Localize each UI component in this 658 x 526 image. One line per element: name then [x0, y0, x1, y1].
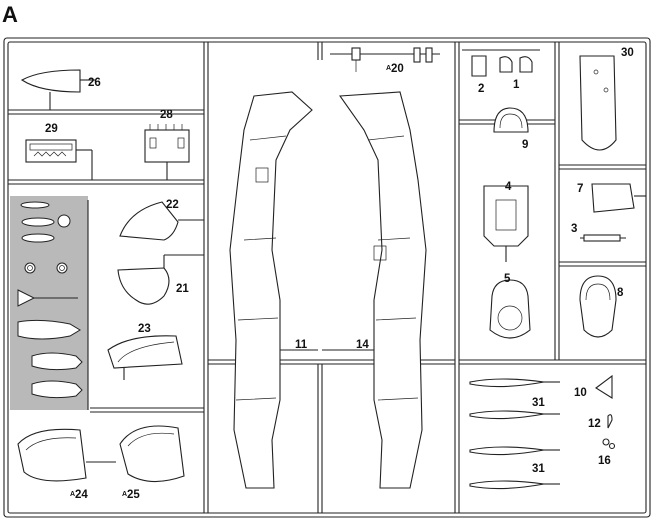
part-30-number: 30 — [621, 47, 634, 59]
part-10-drawing — [595, 374, 613, 399]
part-16-drawing — [602, 438, 616, 450]
part-21-number: 21 — [176, 283, 189, 295]
part-23-number: 23 — [138, 323, 151, 335]
part-10-number: 10 — [574, 387, 587, 399]
part-11-drawing — [229, 91, 318, 489]
part-4-number: 4 — [505, 181, 512, 193]
part-3-number: 3 — [571, 223, 577, 235]
part-22-drawing — [119, 201, 204, 241]
part-14-drawing — [322, 91, 427, 489]
part-4-drawing — [483, 185, 529, 262]
part-26-drawing — [20, 69, 96, 110]
part-29-drawing — [25, 139, 93, 180]
part-31-lower-drawing — [469, 446, 560, 490]
part-29-number: 29 — [45, 123, 58, 135]
part-3-drawing — [580, 234, 626, 242]
part-23-drawing — [107, 335, 183, 380]
part-25-drawing — [119, 425, 185, 483]
runner-grid — [8, 42, 646, 513]
part-22-number: 22 — [166, 199, 179, 211]
part-1-2-drawing — [462, 49, 540, 77]
part-1-number: 1 — [513, 79, 520, 91]
part-8-drawing — [579, 275, 617, 338]
part-5-drawing — [489, 279, 531, 339]
part-7-number: 7 — [577, 183, 583, 195]
part-28-number: 28 — [160, 109, 173, 121]
part-24-number: 24 — [75, 489, 88, 501]
part-12-number: 12 — [588, 418, 601, 430]
part-20-prefix: A — [386, 65, 391, 72]
part-7-drawing — [591, 183, 646, 213]
part-11-number: 11 — [295, 339, 308, 351]
part-14-number: 14 — [356, 339, 369, 351]
part-8-number: 8 — [617, 287, 624, 299]
part-31-upper-drawing — [469, 378, 560, 420]
part-28-drawing — [144, 124, 190, 180]
sprue-sheet-letter: A — [2, 2, 18, 27]
part-2-number: 2 — [478, 83, 484, 95]
part-25-prefix: A — [122, 491, 127, 498]
part-20-drawing — [330, 47, 440, 72]
part-31-upper-number: 31 — [532, 397, 545, 409]
part-21-drawing — [117, 254, 204, 305]
part-9-drawing — [493, 107, 529, 133]
part-12-drawing — [607, 414, 613, 429]
part-24-prefix: A — [70, 491, 75, 498]
part-20-number: 20 — [391, 63, 404, 75]
unused-parts-shaded-block — [10, 196, 89, 410]
part-31-lower-number: 31 — [532, 463, 545, 475]
part-9-number: 9 — [522, 139, 528, 151]
part-5-number: 5 — [504, 273, 511, 285]
outer-sprue-frame — [3, 37, 651, 518]
part-16-number: 16 — [598, 455, 611, 467]
part-26-number: 26 — [88, 77, 101, 89]
part-25-number: 25 — [127, 489, 140, 501]
part-30-drawing — [579, 55, 617, 151]
part-24-drawing — [17, 428, 116, 482]
